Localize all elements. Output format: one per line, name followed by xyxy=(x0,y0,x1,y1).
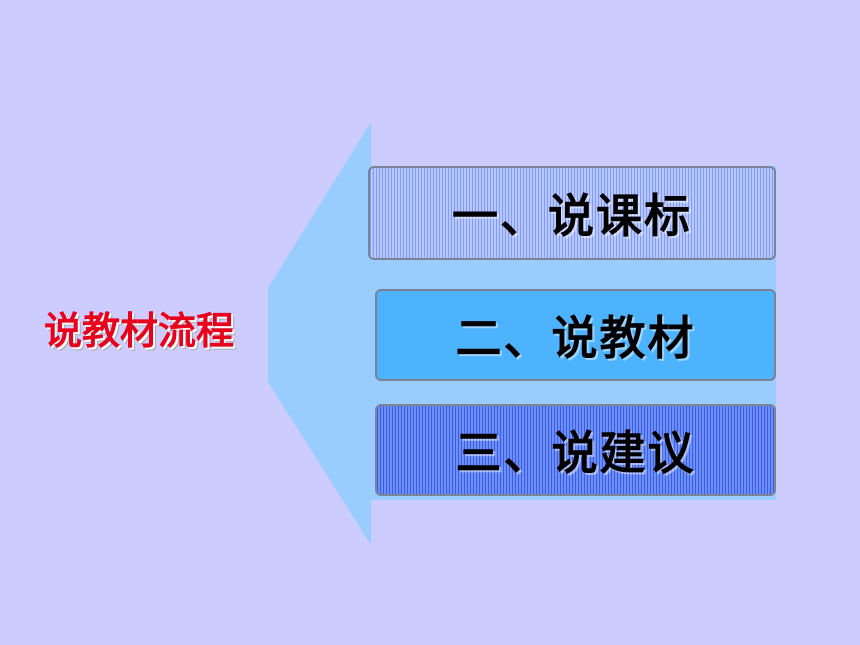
step-label-3: 三、说建议 xyxy=(455,426,696,480)
step-label-1: 一、说课标 xyxy=(452,189,692,243)
step-box-2: 二、说教材 xyxy=(375,289,776,381)
diagram-title: 说教材流程 xyxy=(44,309,235,353)
step-box-3: 三、说建议 xyxy=(375,404,776,496)
step-label-2: 二、说教材 xyxy=(455,311,696,365)
step-box-1: 一、说课标 xyxy=(368,166,776,260)
